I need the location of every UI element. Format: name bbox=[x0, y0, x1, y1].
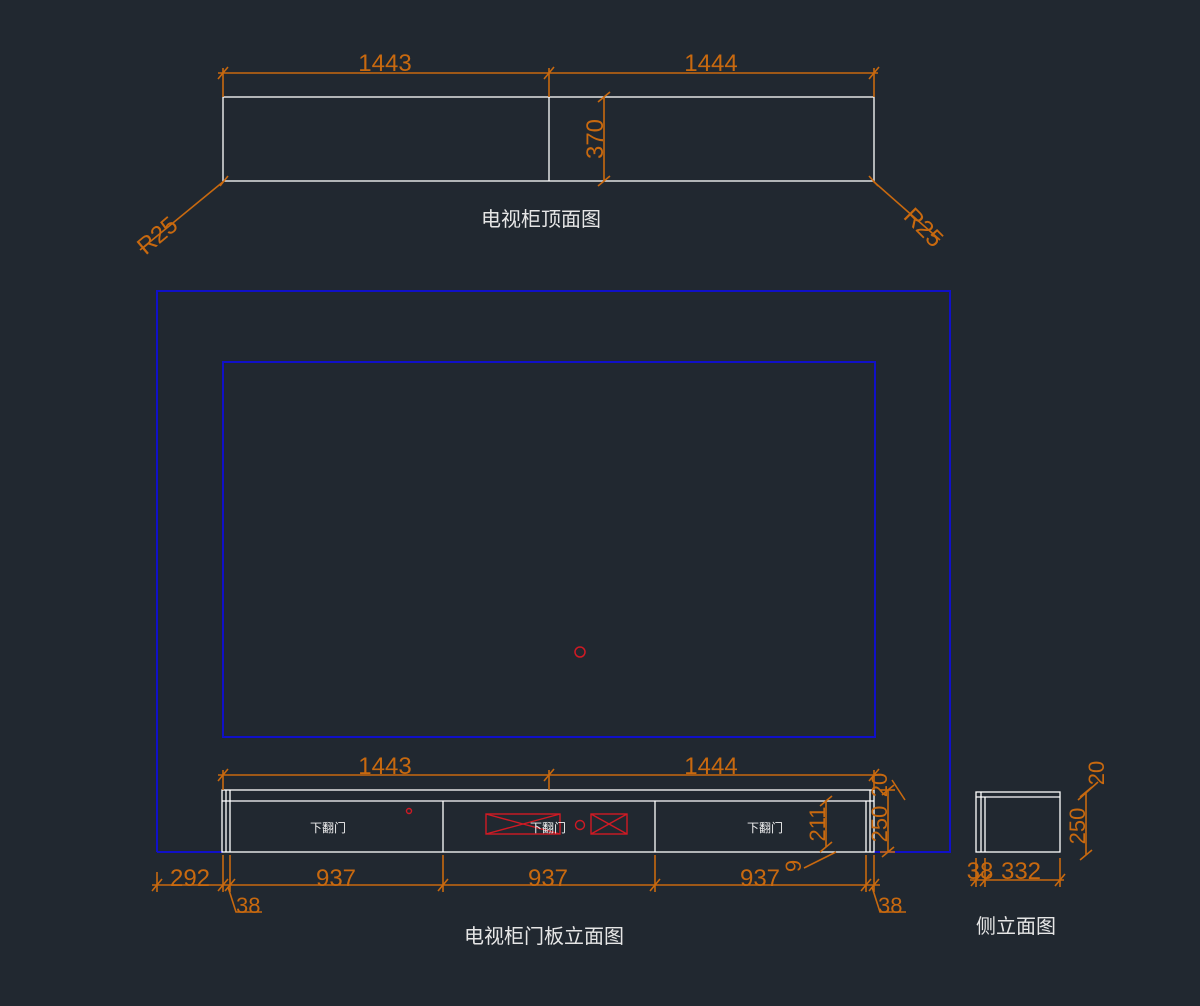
dim-panel-left: 38 bbox=[236, 893, 260, 918]
socket-circle bbox=[574, 819, 586, 831]
front-view-title: 电视柜门板立面图 bbox=[464, 924, 624, 948]
cabinet-outline bbox=[221, 789, 875, 853]
side-dim-panel: 38 bbox=[967, 858, 994, 885]
dim-door-height: 211 bbox=[805, 806, 830, 841]
dim-top-thickness: 20 bbox=[867, 773, 892, 797]
front-width-left: 1443 bbox=[358, 753, 411, 780]
dim-door-1: 937 bbox=[316, 865, 356, 892]
dim-panel-right: 38 bbox=[878, 893, 902, 918]
top-width-right: 1444 bbox=[684, 50, 737, 77]
equipment-box-left bbox=[485, 813, 561, 835]
equipment-box-right bbox=[590, 813, 628, 835]
door-label-2: 下翻门 bbox=[530, 820, 566, 835]
socket-dot bbox=[405, 807, 413, 815]
top-depth: 370 bbox=[582, 119, 609, 159]
side-view: 250 20 38 332 侧立面图 bbox=[967, 761, 1109, 938]
front-view: 下翻门 下翻门 下翻门 1443 1444 292 937 937 937 bbox=[151, 753, 906, 948]
tv-wall bbox=[156, 290, 951, 853]
top-view-title: 电视柜顶面图 bbox=[481, 207, 601, 231]
wall-outer-outline bbox=[156, 290, 951, 853]
dim-base-gap: 9 bbox=[781, 860, 806, 872]
equipment-markers bbox=[405, 807, 628, 835]
dim-door-3: 937 bbox=[740, 865, 780, 892]
door-label-3: 下翻门 bbox=[747, 820, 783, 835]
side-view-outline bbox=[975, 791, 1061, 853]
dim-total-height: 250 bbox=[867, 806, 892, 843]
radius-left: R25 bbox=[132, 211, 183, 260]
side-dim-top: 20 bbox=[1084, 761, 1109, 785]
side-view-title: 侧立面图 bbox=[976, 914, 1056, 938]
side-dim-depth: 332 bbox=[1001, 858, 1041, 885]
socket-marker bbox=[574, 646, 586, 658]
radius-leader-right bbox=[872, 180, 941, 241]
leader-panel-right bbox=[871, 886, 906, 913]
dim-offset-left: 292 bbox=[170, 865, 210, 892]
tv-panel-outline bbox=[222, 361, 876, 738]
front-width-right: 1444 bbox=[684, 753, 737, 780]
dim-door-2: 937 bbox=[528, 865, 568, 892]
leader-panel-left bbox=[227, 886, 262, 913]
top-view: 1443 1444 370 R25 R25 电视柜顶面图 bbox=[132, 50, 948, 260]
radius-leader-left bbox=[139, 180, 225, 251]
top-width-left: 1443 bbox=[358, 50, 411, 77]
side-dim-height: 250 bbox=[1065, 808, 1090, 845]
door-label-1: 下翻门 bbox=[310, 820, 346, 835]
